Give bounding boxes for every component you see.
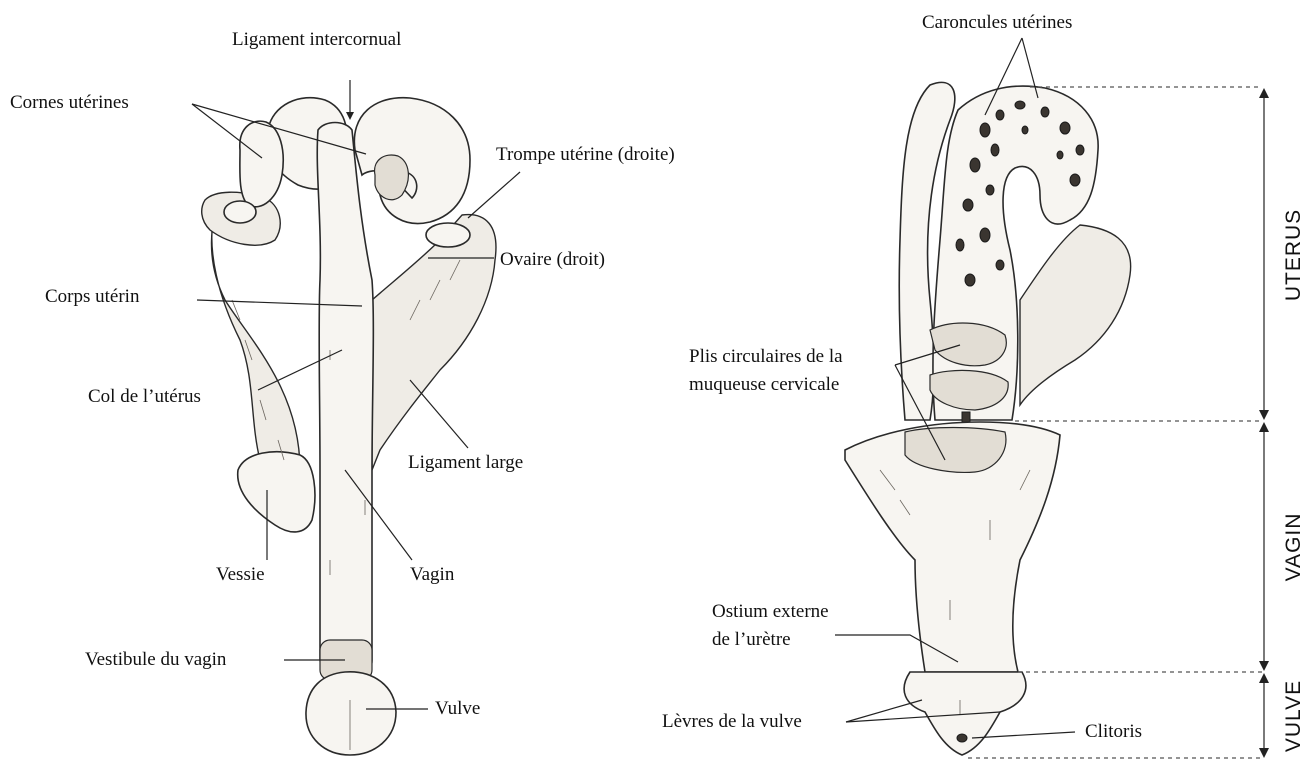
label-ostium-line2: de l’urètre	[712, 629, 791, 650]
label-ligament-intercornual: Ligament intercornual	[232, 29, 401, 50]
left-ovary	[224, 201, 256, 223]
uterine-body-and-vagina	[317, 123, 373, 681]
label-clitoris: Clitoris	[1085, 721, 1142, 742]
left-reproductive-tract-drawing	[202, 98, 496, 755]
label-ovaire: Ovaire (droit)	[500, 249, 605, 270]
label-ostium-line1: Ostium externe	[712, 601, 829, 622]
right-ovary	[426, 223, 470, 247]
vulva	[306, 672, 396, 755]
bladder	[238, 452, 315, 532]
label-vestibule: Vestibule du vagin	[85, 649, 227, 670]
label-ligament-large: Ligament large	[408, 452, 523, 473]
label-trompe-uterine: Trompe utérine (droite)	[496, 144, 675, 165]
label-plis-line2: muqueuse cervicale	[689, 374, 839, 395]
label-col-uterus: Col de l’utérus	[88, 386, 201, 407]
left-horn-tip	[240, 121, 283, 207]
section-label-vagin: VAGIN	[1282, 513, 1305, 582]
right-uterine-horn	[354, 98, 470, 224]
label-vessie: Vessie	[216, 564, 265, 585]
broad-ligament-right-opened	[1020, 225, 1131, 405]
label-vagin-left: Vagin	[410, 564, 455, 585]
label-plis-line1: Plis circulaires de la	[689, 346, 843, 367]
broad-ligament-right	[372, 215, 496, 470]
label-levres: Lèvres de la vulve	[662, 711, 802, 732]
label-vulve-left: Vulve	[435, 698, 480, 719]
label-caroncules: Caroncules utérines	[922, 12, 1072, 33]
right-opened-tract-drawing	[845, 82, 1131, 755]
right-horn-fold	[375, 155, 409, 200]
section-label-vulve: VULVE	[1282, 680, 1305, 752]
section-label-uterus: UTERUS	[1282, 209, 1305, 301]
label-cornes-uterines: Cornes utérines	[10, 92, 129, 113]
label-corps-uterin: Corps utérin	[45, 286, 140, 307]
vulva-opened	[904, 672, 1026, 755]
